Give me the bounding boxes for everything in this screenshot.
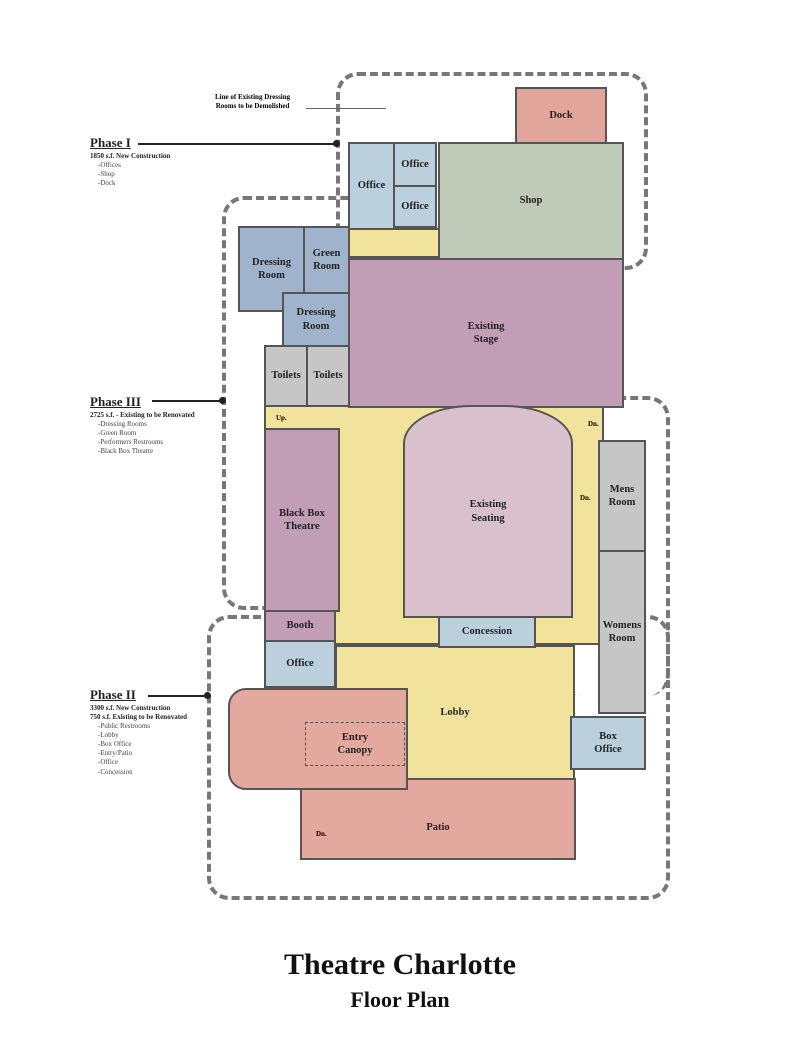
plan-title: Theatre Charlotte	[284, 948, 516, 981]
phase-item: -Lobby	[98, 731, 119, 740]
phase-item: -Green Room	[98, 429, 137, 438]
phase-3-leader	[152, 400, 222, 402]
room-concession: Concession	[438, 616, 536, 648]
room-existing-stage: Existing Stage	[348, 258, 624, 408]
phase-title: Phase II	[90, 687, 136, 702]
room-womens: Womens Room	[598, 550, 646, 714]
phase-summary: 750 s.f. Existing to be Renovated	[90, 712, 188, 721]
room-green: Green Room	[303, 226, 350, 294]
phase-1-dot	[333, 140, 340, 147]
phase-item: -Concession	[98, 767, 133, 776]
phase-item: -Entry/Patio	[98, 749, 133, 758]
phase-title: Phase III	[90, 394, 141, 409]
stair-down-label-3: Dn.	[316, 830, 327, 838]
phase-item: -Performers Restrooms	[98, 438, 164, 447]
room-patio: Patio	[300, 778, 576, 860]
phase-item: -Black Box Theatre	[98, 447, 154, 456]
room-entry-canopy: Entry Canopy	[305, 722, 405, 766]
stair-down-label-2: Dn.	[580, 494, 591, 502]
phase-item: -Shop	[98, 170, 115, 179]
phase-item: -Office	[98, 758, 119, 767]
room-toilets-1: Toilets	[264, 345, 308, 407]
phase-2-leader	[148, 695, 208, 697]
phase-item: -Dock	[98, 179, 116, 188]
room-office-b: Office	[393, 142, 437, 187]
phase-3-label: Phase III 2725 s.f. - Existing to be Ren…	[90, 394, 195, 456]
demolish-note: Line of Existing Dressing Rooms to be De…	[215, 93, 291, 111]
phase-1-label: Phase I 1850 s.f. New Construction -Offi…	[90, 135, 170, 188]
phase-item: -Dressing Rooms	[98, 419, 147, 428]
room-shop: Shop	[438, 142, 624, 260]
phase-3-dot	[219, 397, 226, 404]
room-booth: Booth	[264, 610, 336, 642]
room-office-c: Office	[393, 185, 437, 228]
room-mens: Mens Room	[598, 440, 646, 552]
room-toilets-2: Toilets	[306, 345, 350, 407]
room-existing-seating: Existing Seating	[403, 405, 573, 618]
phase-summary: 3300 s.f. New Construction	[90, 703, 171, 712]
room-office-a: Office	[348, 142, 395, 230]
plan-subtitle: Floor Plan	[350, 987, 450, 1012]
phase-item: -Public Restrooms	[98, 722, 150, 731]
stair-up-label: Up.	[276, 414, 287, 422]
room-black-box: Black Box Theatre	[264, 428, 340, 612]
room-dressing-2: Dressing Room	[282, 292, 350, 347]
phase-2-dot	[204, 692, 211, 699]
room-office-d: Office	[264, 640, 336, 688]
phase-2-label: Phase II 3300 s.f. New Construction 750 …	[90, 687, 187, 777]
phase-item: -Box Office	[98, 740, 132, 749]
demolish-leader	[306, 108, 386, 109]
phase-title: Phase I	[90, 135, 131, 150]
phase-item: -Offices	[98, 160, 121, 169]
stair-down-label-1: Dn.	[588, 420, 599, 428]
phase-1-leader	[138, 143, 336, 145]
phase-summary: 2725 s.f. - Existing to be Renovated	[90, 410, 195, 419]
corridor-upper	[348, 228, 440, 258]
room-box-office: Box Office	[570, 716, 646, 770]
phase-summary: 1850 s.f. New Construction	[90, 151, 171, 160]
room-dock: Dock	[515, 87, 607, 145]
